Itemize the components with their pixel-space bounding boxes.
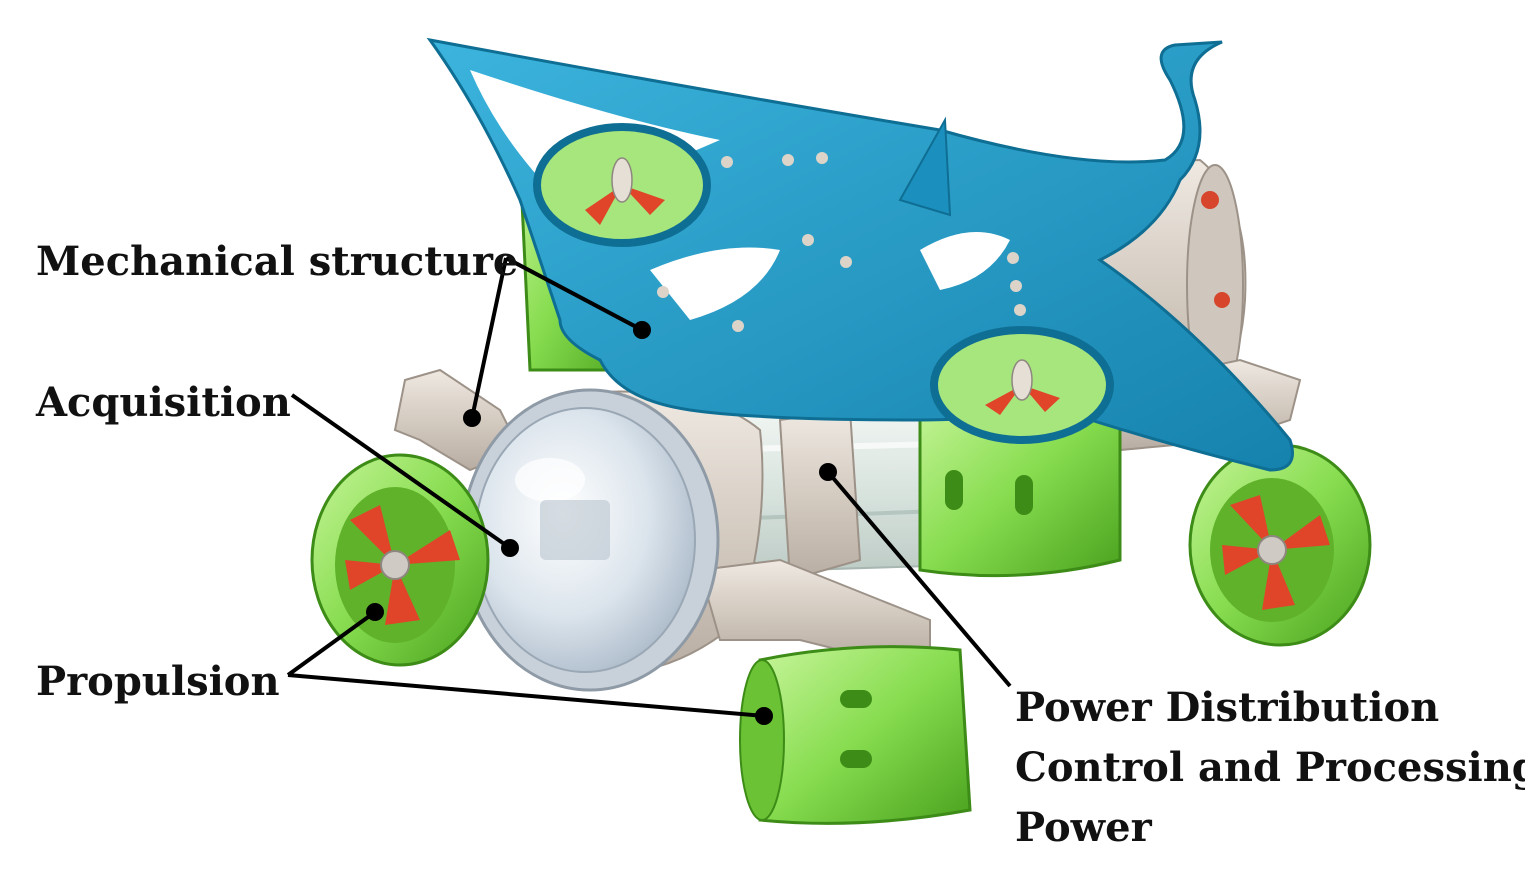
label-power-group: Power Distribution Control and Processin… — [1015, 678, 1525, 858]
ducted-thruster-icon — [918, 393, 1122, 578]
manta-ray-frame-icon — [426, 37, 1294, 472]
label-mechanical-structure: Mechanical structure — [36, 238, 519, 285]
label-power: Power — [1015, 804, 1152, 851]
leader-lines — [286, 256, 1012, 718]
ducted-thruster-icon — [1188, 443, 1372, 647]
leader-power — [826, 470, 1012, 688]
leader-dots — [366, 321, 837, 725]
label-control-processing: Control and Processing — [1015, 744, 1525, 791]
leader-propulsion-2 — [287, 673, 765, 718]
camera-dome-icon — [460, 388, 720, 692]
leader-propulsion-1 — [286, 610, 377, 677]
leader-acquisition — [290, 393, 512, 550]
label-propulsion: Propulsion — [36, 658, 280, 705]
leader-mechanical-2 — [470, 257, 508, 419]
ducted-thruster-icon — [739, 645, 972, 825]
leader-mechanical-1 — [505, 256, 643, 332]
label-power-distribution: Power Distribution — [1015, 684, 1440, 731]
label-acquisition: Acquisition — [36, 379, 291, 426]
ducted-thruster-icon — [310, 453, 490, 667]
